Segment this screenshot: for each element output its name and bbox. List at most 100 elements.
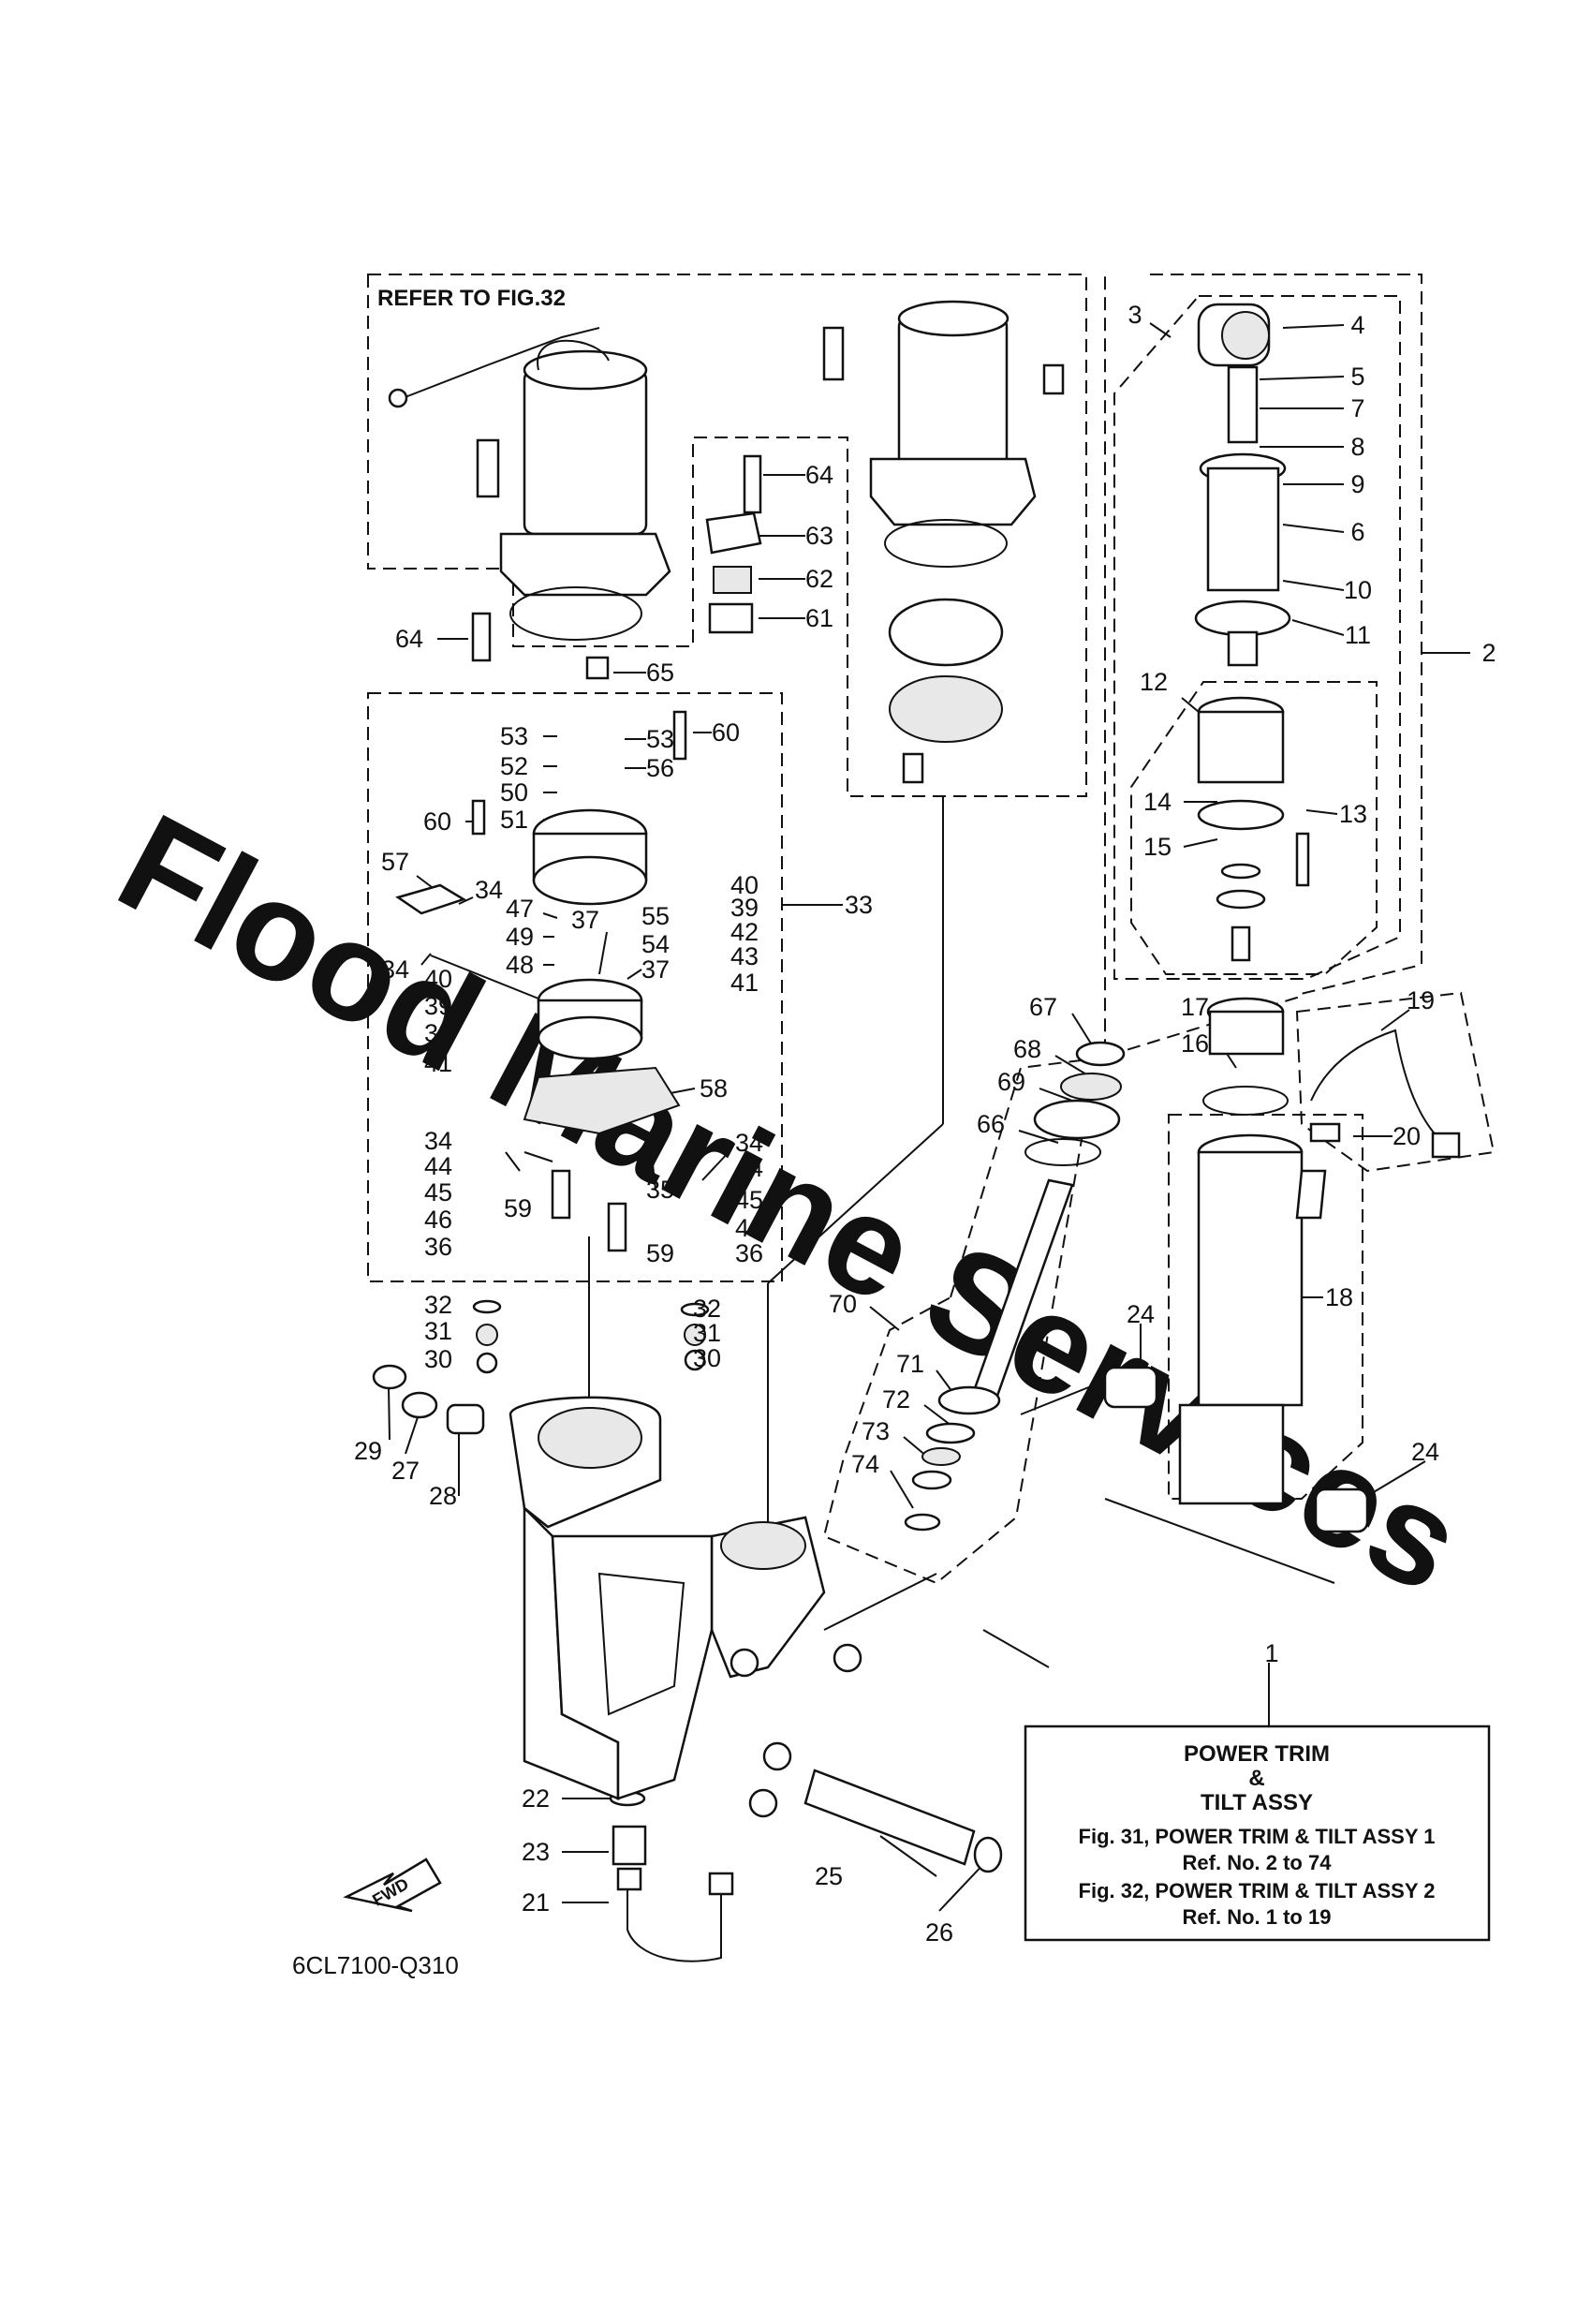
part-ref-27: 27 [391,1457,420,1485]
part-ref-54: 54 [641,930,670,958]
part-ref-30: 30 [693,1344,721,1372]
part-ref-64: 64 [805,461,833,489]
part-ref-10: 10 [1344,576,1372,604]
part-ref-16: 16 [1181,1029,1209,1058]
group-outline-valve-33 [367,692,783,1282]
part-ref-49: 49 [506,923,534,951]
part-ref-68: 68 [1013,1035,1041,1063]
part-ref-5: 5 [1350,363,1364,391]
part-ref-41: 41 [424,1049,452,1077]
part-ref-52: 52 [500,752,528,780]
group-outline-tilt-70 [822,1057,1098,1585]
part-ref-24: 24 [1127,1300,1155,1328]
part-ref-44: 44 [735,1154,763,1182]
part-ref-34: 34 [735,1129,763,1157]
part-ref-23: 23 [522,1838,550,1866]
part-ref-45: 45 [424,1178,452,1206]
part-ref-45: 45 [735,1186,763,1214]
part-ref-7: 7 [1350,394,1364,422]
part-ref-66: 66 [977,1110,1005,1138]
part-ref-33: 33 [845,891,873,919]
part-ref-3: 3 [1127,301,1142,329]
part-ref-53: 53 [646,725,674,753]
part-ref-53: 53 [500,722,528,750]
part-ref-62: 62 [805,565,833,593]
part-ref-61: 61 [805,604,833,632]
part-ref-39: 39 [730,894,759,922]
part-ref-39: 39 [424,992,452,1020]
part-ref-63: 63 [805,522,833,550]
small-parts [372,1299,1003,1962]
part-ref-31: 31 [693,1319,721,1347]
part-ref-34: 34 [424,1127,452,1155]
part-ref-43: 43 [730,942,759,970]
part-ref-37: 37 [641,955,670,984]
part-ref-41: 41 [730,969,759,997]
part-ref-59: 59 [504,1194,532,1222]
part-ref-31: 31 [424,1317,452,1345]
part-ref-20: 20 [1393,1122,1421,1150]
legend-line-1: POWER TRIM [1184,1741,1330,1767]
part-ref-32: 32 [693,1295,721,1323]
part-ref-64: 64 [395,625,423,653]
part-ref-42: 42 [730,918,759,946]
part-ref-65: 65 [646,659,674,687]
part-ref-48: 48 [506,951,534,979]
part-ref-46: 46 [424,1206,452,1234]
part-ref-18: 18 [1325,1283,1353,1311]
part-ref-1: 1 [1264,1639,1278,1667]
bracket-body [508,1396,862,1818]
part-ref-60: 60 [712,718,740,747]
drawing-code: 6CL7100-Q310 [292,1951,459,1979]
fwd-arrow: FWD [343,1858,442,1913]
part-ref-2: 2 [1481,639,1496,667]
part-ref-73: 73 [862,1417,890,1445]
legend-line-3: TILT ASSY [1201,1790,1313,1815]
part-ref-6: 6 [1350,518,1364,546]
part-ref-34: 34 [381,955,409,984]
part-ref-34: 34 [475,876,503,904]
part-ref-60: 60 [423,807,451,836]
part-ref-70: 70 [829,1290,857,1318]
part-ref-71: 71 [896,1350,924,1378]
part-ref-35: 35 [646,1176,674,1204]
part-ref-72: 72 [882,1385,910,1414]
part-ref-58: 58 [700,1074,728,1103]
group-outline-cylinder-2 [1104,274,1422,1058]
cylinder-assy [1103,303,1461,1533]
part-ref-22: 22 [522,1784,550,1813]
part-ref-59: 59 [646,1239,674,1267]
part-ref-46: 46 [735,1214,763,1242]
part-ref-28: 28 [429,1482,457,1510]
part-ref-8: 8 [1350,433,1364,461]
legend-line-6: Fig. 32, POWER TRIM & TILT ASSY 2 [1079,1879,1436,1902]
legend-line-5: Ref. No. 2 to 74 [1183,1851,1333,1874]
part-ref-29: 29 [354,1437,382,1465]
legend-line-7: Ref. No. 1 to 19 [1183,1905,1332,1929]
part-ref-14: 14 [1143,788,1172,816]
part-ref-36: 36 [735,1239,763,1267]
part-ref-74: 74 [851,1450,879,1478]
part-ref-9: 9 [1350,470,1364,498]
legend-line-4: Fig. 31, POWER TRIM & TILT ASSY 1 [1079,1825,1436,1848]
part-ref-38: 38 [424,1019,452,1047]
part-ref-51: 51 [500,806,528,834]
part-ref-21: 21 [522,1888,550,1917]
legend-box: POWER TRIM & TILT ASSY Fig. 31, POWER TR… [1024,1724,1491,1942]
part-ref-55: 55 [641,902,670,930]
part-ref-30: 30 [424,1345,452,1373]
group-outline-cylinder-18 [1168,1114,1363,1500]
part-ref-17: 17 [1181,993,1209,1021]
valve-body [395,454,762,1252]
part-ref-25: 25 [815,1862,843,1890]
part-ref-13: 13 [1339,800,1367,828]
tilt-motor [822,300,1065,784]
part-ref-26: 26 [925,1918,953,1947]
legend-line-2: & [1248,1766,1264,1791]
part-ref-47: 47 [506,895,534,923]
group-outline-piston-12 [1130,681,1378,975]
part-ref-44: 44 [424,1152,452,1180]
part-ref-37: 37 [571,906,599,934]
part-ref-11: 11 [1345,621,1371,649]
